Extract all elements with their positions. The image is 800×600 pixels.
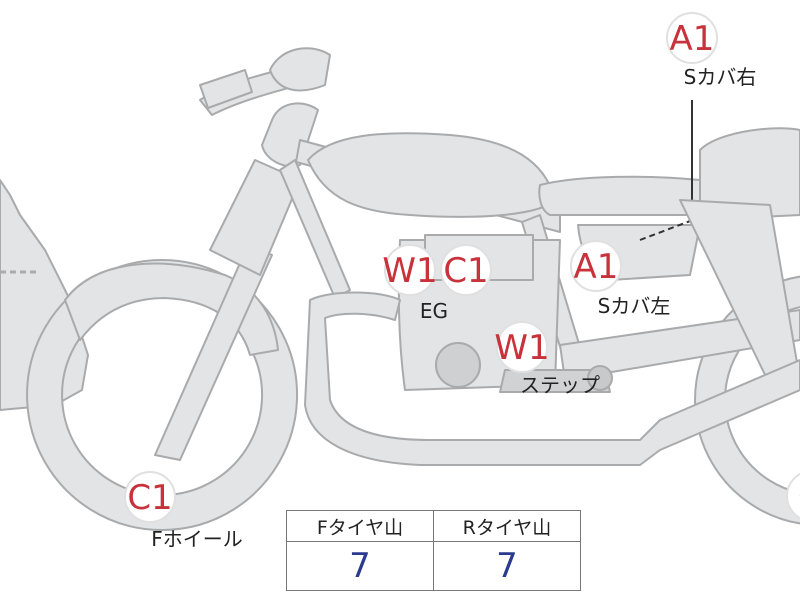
handlebar-grip	[199, 69, 253, 109]
marker-label: ステップ	[520, 373, 600, 397]
footrest	[499, 369, 611, 393]
marker-label: Fホイール	[151, 527, 243, 551]
marker-c1-engine: C1 EG	[420, 244, 492, 323]
marker-w1-step: W1 ステップ	[494, 321, 600, 397]
meter	[269, 47, 331, 92]
rear-shock	[679, 199, 800, 386]
marker-circle	[666, 12, 718, 64]
front-fork	[154, 244, 273, 461]
marker-c1-rear-wheel: C	[786, 472, 800, 520]
marker-code: A1	[670, 19, 715, 59]
table-header-row: Fタイヤ山 Rタイヤ山	[286, 510, 581, 542]
tail	[699, 127, 800, 221]
swing-arm	[559, 309, 800, 381]
marker-c1-front-wheel: C1 Fホイール	[124, 471, 243, 551]
exhaust-pipe	[304, 291, 800, 466]
marker-circle	[124, 471, 176, 523]
seat	[538, 175, 706, 216]
marker-circle	[440, 244, 492, 296]
marker-w1-engine: W1	[382, 244, 438, 296]
marker-circle	[786, 472, 800, 520]
step-bolt	[587, 365, 613, 391]
marker-a1-s-cover-left: A1 Sカバ左	[570, 240, 671, 318]
marker-circle	[570, 240, 622, 292]
marker-code: W1	[494, 328, 549, 368]
tire-tread-table: Fタイヤ山 Rタイヤ山 7 7	[286, 510, 581, 591]
fuel-tank	[307, 132, 556, 218]
front-fender	[64, 262, 279, 356]
marker-circle	[384, 244, 436, 296]
marker-label: Sカバ左	[598, 294, 671, 318]
marker-a1-s-cover-right: A1 Sカバ右	[666, 12, 757, 89]
front-tire-tread-value: 7	[286, 541, 434, 591]
side-cover-right-dash	[639, 217, 699, 241]
marker-code: C	[798, 477, 800, 517]
marker-code: C1	[443, 251, 488, 291]
rear-tire-tread-value: 7	[433, 541, 581, 591]
rear-tire-tread-header: Rタイヤ山	[433, 510, 581, 542]
marker-label: EG	[420, 299, 448, 323]
engine-case-cover	[435, 342, 481, 388]
front-tire-tread-header: Fタイヤ山	[286, 510, 434, 542]
table-value-row: 7 7	[286, 541, 581, 591]
marker-code: C1	[127, 478, 172, 518]
marker-label: Sカバ右	[684, 65, 757, 89]
marker-code: A1	[574, 247, 619, 287]
marker-circle	[496, 321, 548, 373]
marker-code: W1	[382, 251, 437, 291]
